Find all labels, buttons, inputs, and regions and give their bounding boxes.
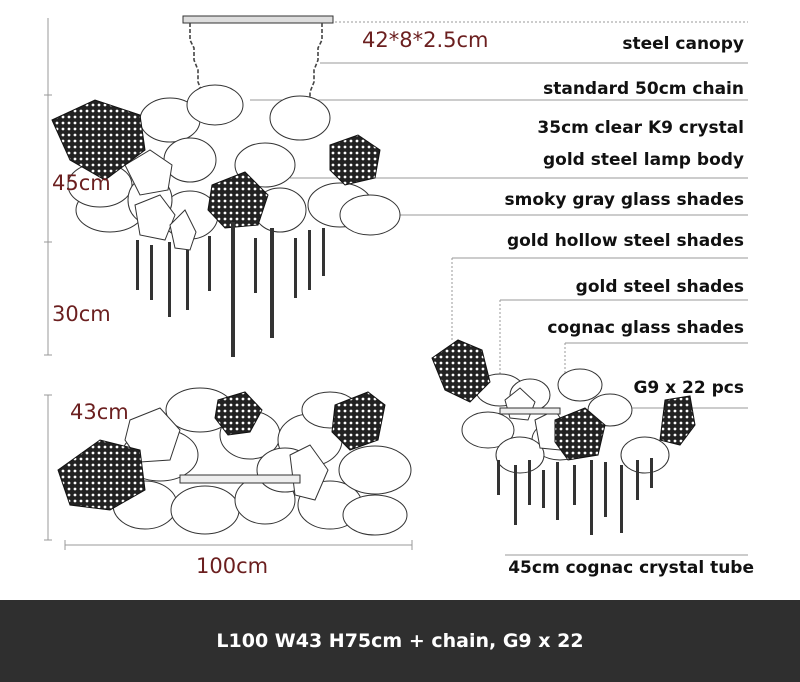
- spec-chain: standard 50cm chain: [543, 79, 744, 99]
- footer-summary: L100 W43 H75cm + chain, G9 x 22: [216, 630, 584, 652]
- spec-k9-crystal: 35cm clear K9 crystal: [537, 118, 744, 138]
- side-view: [431, 339, 696, 535]
- body-height-dimension: 45cm: [52, 171, 111, 195]
- spec-bulbs: G9 x 22 pcs: [633, 378, 744, 398]
- depth-dimension: 43cm: [70, 400, 129, 424]
- spec-crystal-tube: 45cm cognac crystal tube: [508, 558, 754, 578]
- canopy-dimension: 42*8*2.5cm: [362, 28, 489, 52]
- leader-lines: [250, 21, 748, 556]
- spec-gold-hollow-shades: gold hollow steel shades: [506, 231, 744, 251]
- spec-lamp-body: gold steel lamp body: [542, 150, 744, 170]
- spec-smoky-gray-shades: smoky gray glass shades: [504, 190, 744, 210]
- top-view: [57, 387, 412, 536]
- tube-height-dimension: 30cm: [52, 302, 111, 326]
- chandelier-illustration: [44, 15, 748, 556]
- length-dimension: 100cm: [196, 554, 269, 578]
- main-view: [51, 15, 401, 357]
- spec-steel-canopy: steel canopy: [622, 34, 744, 54]
- footer-band: L100 W43 H75cm + chain, G9 x 22: [0, 600, 800, 682]
- spec-gold-steel-shades: gold steel shades: [575, 277, 744, 297]
- spec-cognac-glass-shades: cognac glass shades: [547, 318, 744, 338]
- dimension-lines: [44, 18, 413, 550]
